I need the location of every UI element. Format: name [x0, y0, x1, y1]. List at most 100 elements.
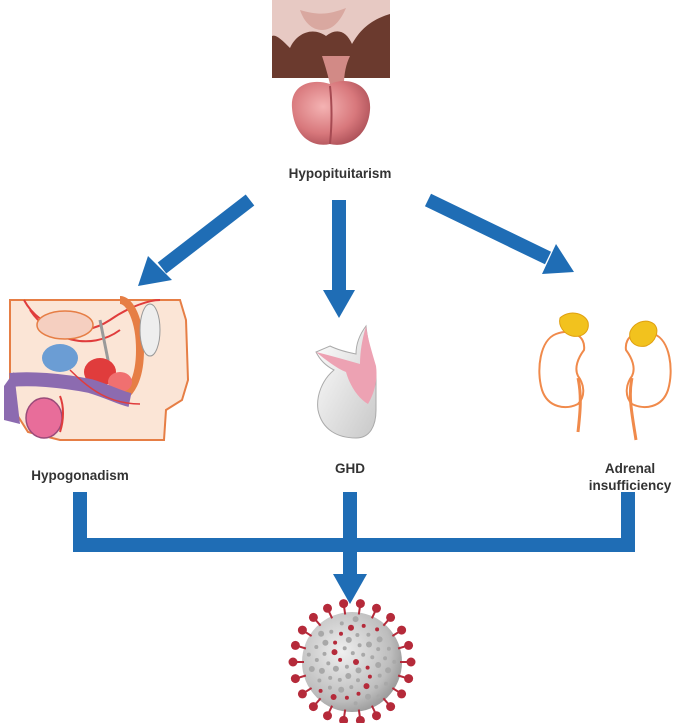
virus-surface-dot: [370, 655, 375, 660]
arrow-to-virus: [333, 574, 367, 604]
virus-spike-head: [290, 674, 300, 684]
virus-surface-dot: [337, 677, 342, 682]
virus-surface-dot: [376, 647, 381, 652]
virus-surface-dot: [342, 646, 347, 651]
virus-surface-dot: [392, 659, 397, 664]
virus-surface-dot: [349, 685, 354, 690]
virus-surface-dot: [352, 616, 359, 623]
virus-surface-dot: [327, 685, 332, 690]
virus-surface-dot: [376, 694, 381, 699]
pituitary-gland-icon: [272, 0, 390, 145]
virus-surface-dot: [361, 652, 366, 657]
label-adrenal-line1: Adrenal: [604, 461, 656, 476]
virus-spike-head: [288, 657, 298, 667]
virus-spike-head: [355, 715, 365, 723]
arrow-to-adrenal: [424, 193, 574, 274]
virus-surface-dot: [375, 627, 380, 632]
virus-surface-dot: [318, 667, 325, 674]
virus-surface-dot: [308, 666, 315, 672]
virus-spike-head: [404, 640, 414, 650]
virus-surface-dot: [353, 659, 359, 665]
virus-spike-head: [397, 689, 407, 699]
male-reproductive-anatomy-icon: [4, 296, 190, 441]
virus-surface-dot: [385, 667, 392, 674]
virus-surface-dot: [374, 684, 379, 689]
virus-surface-dot: [326, 661, 331, 666]
virus-surface-dot: [350, 651, 355, 656]
virus-surface-dot: [377, 673, 382, 678]
virus-surface-dot: [344, 664, 349, 669]
virus-surface-dot: [333, 640, 338, 645]
virus-spike-head: [323, 603, 332, 613]
virus-surface-dot: [375, 662, 382, 668]
virus-surface-dot: [314, 658, 319, 662]
coronavirus-icon: [288, 599, 416, 723]
virus-surface-dot: [357, 643, 362, 648]
virus-surface-dot: [345, 673, 352, 679]
left-kidney: [538, 312, 589, 433]
virus-spike-head: [386, 702, 396, 712]
label-ghd: GHD: [335, 461, 365, 476]
virus-surface-dot: [384, 681, 388, 686]
virus-surface-dot: [344, 695, 349, 700]
right-kidney: [624, 320, 672, 441]
virus-surface-dot: [355, 633, 360, 637]
virus-surface-dot: [330, 694, 337, 700]
bottom-connector: [73, 492, 635, 604]
virus-spike-head: [323, 711, 332, 721]
virus-surface-dot: [356, 678, 360, 683]
virus-surface-dot: [365, 665, 370, 670]
virus-surface-dot: [345, 636, 352, 643]
virus-surface-dot: [363, 683, 370, 690]
virus-surface-dot: [386, 646, 391, 651]
virus-spike-head: [308, 612, 318, 622]
virus-surface-dot: [338, 657, 343, 662]
virus-surface-dot: [322, 639, 329, 646]
virus-surface-dot: [383, 656, 388, 661]
virus-surface-dot: [314, 645, 319, 649]
virus-surface-dot: [361, 623, 366, 628]
virus-surface-dot: [348, 624, 354, 631]
virus-spike-head: [372, 603, 381, 613]
virus-surface-dot: [339, 631, 343, 636]
virus-spike-head: [404, 674, 414, 684]
virus-surface-dot: [331, 649, 338, 656]
arrow-to-hypogonadism: [138, 194, 255, 286]
label-hypopituitarism: Hypopituitarism: [288, 166, 392, 181]
label-hypogonadism: Hypogonadism: [31, 468, 129, 483]
virus-spike-head: [297, 689, 307, 699]
virus-surface-dot: [339, 621, 344, 626]
virus-spike-head: [372, 711, 381, 721]
virus-spike-head: [339, 599, 349, 609]
virus-surface-dot: [376, 636, 383, 643]
virus-spike-head: [308, 702, 318, 712]
virus-surface-dot: [318, 688, 323, 693]
label-adrenal-insufficiency: Adrenal insufficiency: [575, 460, 685, 494]
virus-surface-dot: [318, 630, 325, 637]
virus-spike-head: [355, 599, 365, 609]
virus-surface-dot: [317, 678, 322, 683]
virus-surface-dot: [365, 693, 371, 700]
gland-icon: [315, 324, 377, 439]
virus-spike-head: [297, 625, 307, 635]
label-adrenal-line2: insufficiency: [588, 478, 672, 493]
virus-surface-dot: [328, 675, 333, 680]
virus-spike-head: [386, 612, 396, 622]
virus-surface-dot: [356, 691, 361, 696]
arrows-top: [138, 193, 574, 318]
virus-surface-dot: [306, 652, 311, 657]
virus-surface-dot: [367, 674, 372, 679]
virus-surface-dot: [355, 667, 362, 674]
virus-surface-dot: [353, 701, 358, 706]
virus-spike-head: [406, 657, 416, 667]
virus-surface-dot: [338, 686, 345, 693]
virus-surface-dot: [332, 665, 339, 672]
virus-spike-head: [290, 640, 300, 650]
virus-surface-dot: [329, 629, 334, 634]
virus-surface-dot: [366, 641, 372, 648]
virus-spike-head: [339, 715, 349, 723]
virus-surface-dot: [322, 651, 327, 656]
virus-spike-head: [397, 625, 407, 635]
kidneys-adrenal-icon: [538, 312, 672, 441]
